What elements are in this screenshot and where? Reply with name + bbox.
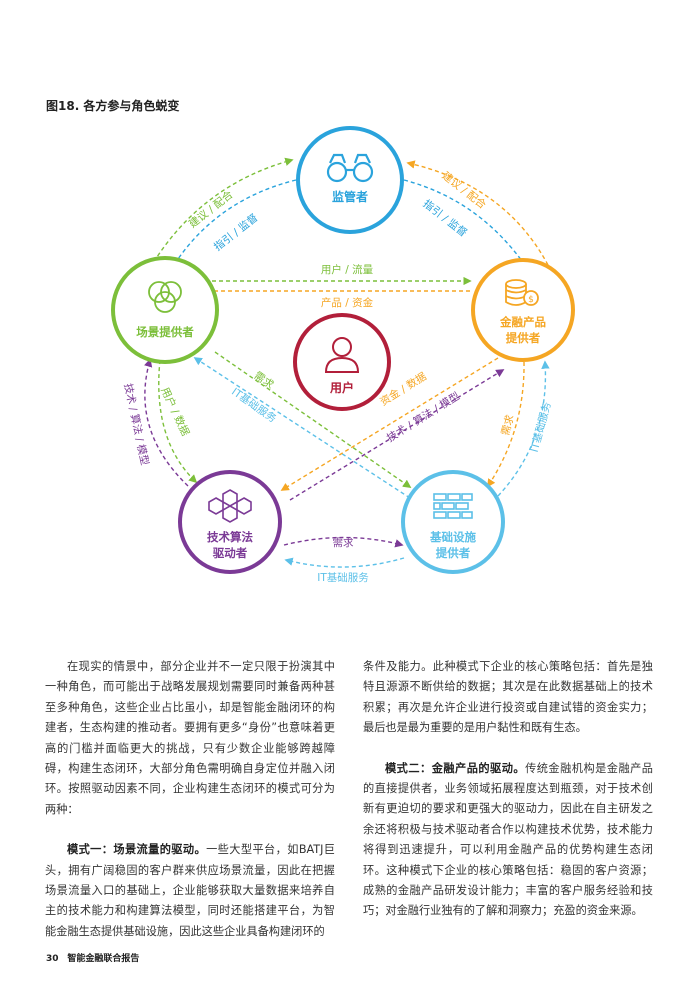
edge-scenario-to-regulator bbox=[149, 157, 294, 269]
figure-title: 图18. 各方参与角色蜕变 bbox=[46, 99, 180, 113]
edge-scenario-to-infra bbox=[214, 351, 412, 488]
svg-text:$: $ bbox=[528, 295, 534, 305]
coin-stack-icon: $ bbox=[505, 279, 539, 306]
node-financial-label-1: 金融产品 bbox=[499, 315, 546, 329]
person-icon bbox=[324, 337, 360, 373]
node-regulator: 监管者 bbox=[296, 126, 404, 234]
label-it-service-left: IT基础服务 bbox=[229, 385, 279, 425]
label-suggest-cooperate-right: 建议 / 配合 bbox=[440, 169, 490, 212]
label-demand-right: 需求 bbox=[500, 413, 517, 437]
edge-tech-to-scenario bbox=[144, 358, 189, 487]
paragraph-mode-two: 模式二：金融产品的驱动。传统金融机构是金融产品的直接提供者，业务领域拓展程度达到… bbox=[363, 759, 653, 922]
role-diagram: 建议 / 配合 指引 / 监督 建议 / 配合 指引 / 监督 用户 / 流量 … bbox=[111, 126, 575, 584]
node-tech-label-2: 驱动者 bbox=[213, 546, 248, 560]
edge-infra-to-financial bbox=[497, 360, 550, 497]
node-regulator-label: 监管者 bbox=[332, 189, 368, 204]
mode-one-text: 一些大型平台，如BATJ巨头，拥有广阔稳固的客户群来供应场景流量，因此在把握场景… bbox=[45, 843, 335, 938]
node-user-label: 用户 bbox=[329, 380, 354, 395]
node-scenario-label: 场景提供者 bbox=[136, 325, 194, 339]
edge-tech-to-infra bbox=[283, 536, 404, 548]
node-scenario: 场景提供者 bbox=[111, 256, 219, 364]
brick-wall-icon bbox=[433, 493, 473, 519]
edge-regulator-to-scenario bbox=[171, 179, 297, 270]
label-demand-left: 需求 bbox=[252, 370, 276, 392]
node-infra-label-2: 提供者 bbox=[436, 546, 471, 560]
body-column-left: 在现实的情景中，部分企业并不一定只限于扮演其中一种角色，而可能出于战略发展规划需… bbox=[45, 657, 335, 962]
paragraph-mode-one: 模式一：场景流量的驱动。一些大型平台，如BATJ巨头，拥有广阔稳固的客户群来供应… bbox=[45, 840, 335, 942]
page-number: 30 bbox=[46, 954, 59, 964]
node-tech: 技术算法 驱动者 bbox=[178, 470, 282, 574]
node-user: 用户 bbox=[293, 313, 391, 411]
node-infra-label-1: 基础设施 bbox=[429, 530, 476, 544]
mode-two-text: 传统金融机构是金融产品的直接提供者，业务领域拓展程度达到瓶颈，对于技术创新有更迫… bbox=[363, 761, 653, 918]
node-tech-label-1: 技术算法 bbox=[207, 530, 253, 544]
label-it-service-right: IT基础服务 bbox=[528, 400, 554, 454]
mode-one-heading: 模式一：场景流量的驱动。 bbox=[67, 843, 207, 857]
venn-circles-icon bbox=[148, 281, 182, 313]
label-users-traffic: 用户 / 流量 bbox=[321, 263, 374, 276]
node-infra: 基础设施 提供者 bbox=[401, 470, 505, 574]
report-title: 智能金融联合报告 bbox=[67, 954, 140, 964]
edge-financial-to-infra bbox=[487, 361, 525, 488]
binoculars-icon bbox=[326, 153, 374, 183]
paragraph-continued: 条件及能力。此种模式下企业的核心策略包括：首先是独特且源源不断供给的数据；其次是… bbox=[363, 660, 653, 735]
node-financial-label-2: 提供者 bbox=[506, 331, 541, 345]
page-footer: 30 智能金融联合报告 bbox=[46, 951, 139, 964]
hexagon-molecule-icon bbox=[208, 489, 252, 523]
edge-financial-to-tech bbox=[280, 357, 499, 491]
mode-two-heading: 模式二：金融产品的驱动。 bbox=[385, 761, 526, 775]
label-guide-supervise-left: 指引 / 监督 bbox=[211, 211, 260, 253]
body-column-right: 条件及能力。此种模式下企业的核心策略包括：首先是独特且源源不断供给的数据；其次是… bbox=[363, 657, 653, 942]
label-products-funds: 产品 / 资金 bbox=[321, 296, 374, 309]
label-tech-algo-model-left: 技术 / 算法 / 模型 bbox=[121, 382, 151, 466]
edge-infra-to-scenario bbox=[193, 357, 411, 499]
edge-financial-to-regulator bbox=[406, 160, 549, 266]
edge-infra-to-tech bbox=[284, 557, 405, 568]
label-it-service-bottom: IT基础服务 bbox=[317, 571, 369, 584]
label-guide-supervise-right: 指引 / 监督 bbox=[421, 197, 470, 239]
edge-scenario-to-tech bbox=[158, 359, 198, 484]
edge-regulator-to-financial bbox=[403, 179, 528, 270]
node-financial: $ 金融产品 提供者 bbox=[471, 258, 575, 362]
label-users-data-left: 用户 / 数据 bbox=[158, 385, 192, 438]
paragraph-intro: 在现实的情景中，部分企业并不一定只限于扮演其中一种角色，而可能出于战略发展规划需… bbox=[45, 660, 335, 816]
label-demand-bottom: 需求 bbox=[333, 537, 354, 549]
